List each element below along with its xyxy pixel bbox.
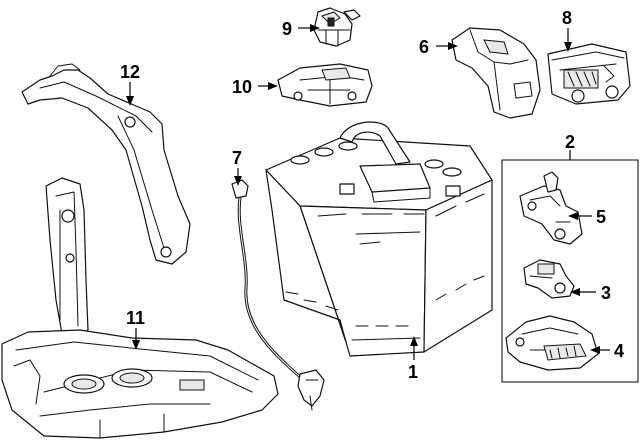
callout-9: 9 — [282, 19, 292, 39]
part-7-sensor-cable — [231, 179, 325, 411]
part-8-terminal-module — [547, 43, 631, 105]
callout-11: 11 — [126, 308, 145, 328]
callout-labels: 1 2 3 4 5 6 7 8 9 10 11 12 — [120, 8, 624, 382]
part-6-terminal-cover — [451, 27, 541, 119]
part-5-terminal-clamp — [519, 171, 583, 245]
leader-lines — [126, 24, 610, 360]
callout-10: 10 — [232, 77, 252, 97]
part-9-terminal-clip — [313, 7, 361, 47]
part-10-hold-down-bracket — [277, 63, 373, 107]
part-3-terminal-post — [523, 259, 575, 299]
callout-4: 4 — [614, 341, 624, 361]
callout-2: 2 — [565, 132, 575, 152]
parts-2-5-group-frame — [501, 150, 639, 383]
part-12-support-bracket — [21, 63, 191, 265]
part-11-battery-tray — [1, 177, 279, 439]
callout-1: 1 — [408, 362, 418, 382]
callout-6: 6 — [419, 37, 429, 57]
callout-7: 7 — [232, 148, 242, 168]
part-1-battery — [265, 121, 493, 357]
callout-12: 12 — [120, 62, 140, 82]
callout-3: 3 — [601, 283, 611, 303]
callout-5: 5 — [596, 207, 606, 227]
part-4-terminal-plate — [505, 315, 599, 371]
callout-8: 8 — [562, 8, 572, 28]
